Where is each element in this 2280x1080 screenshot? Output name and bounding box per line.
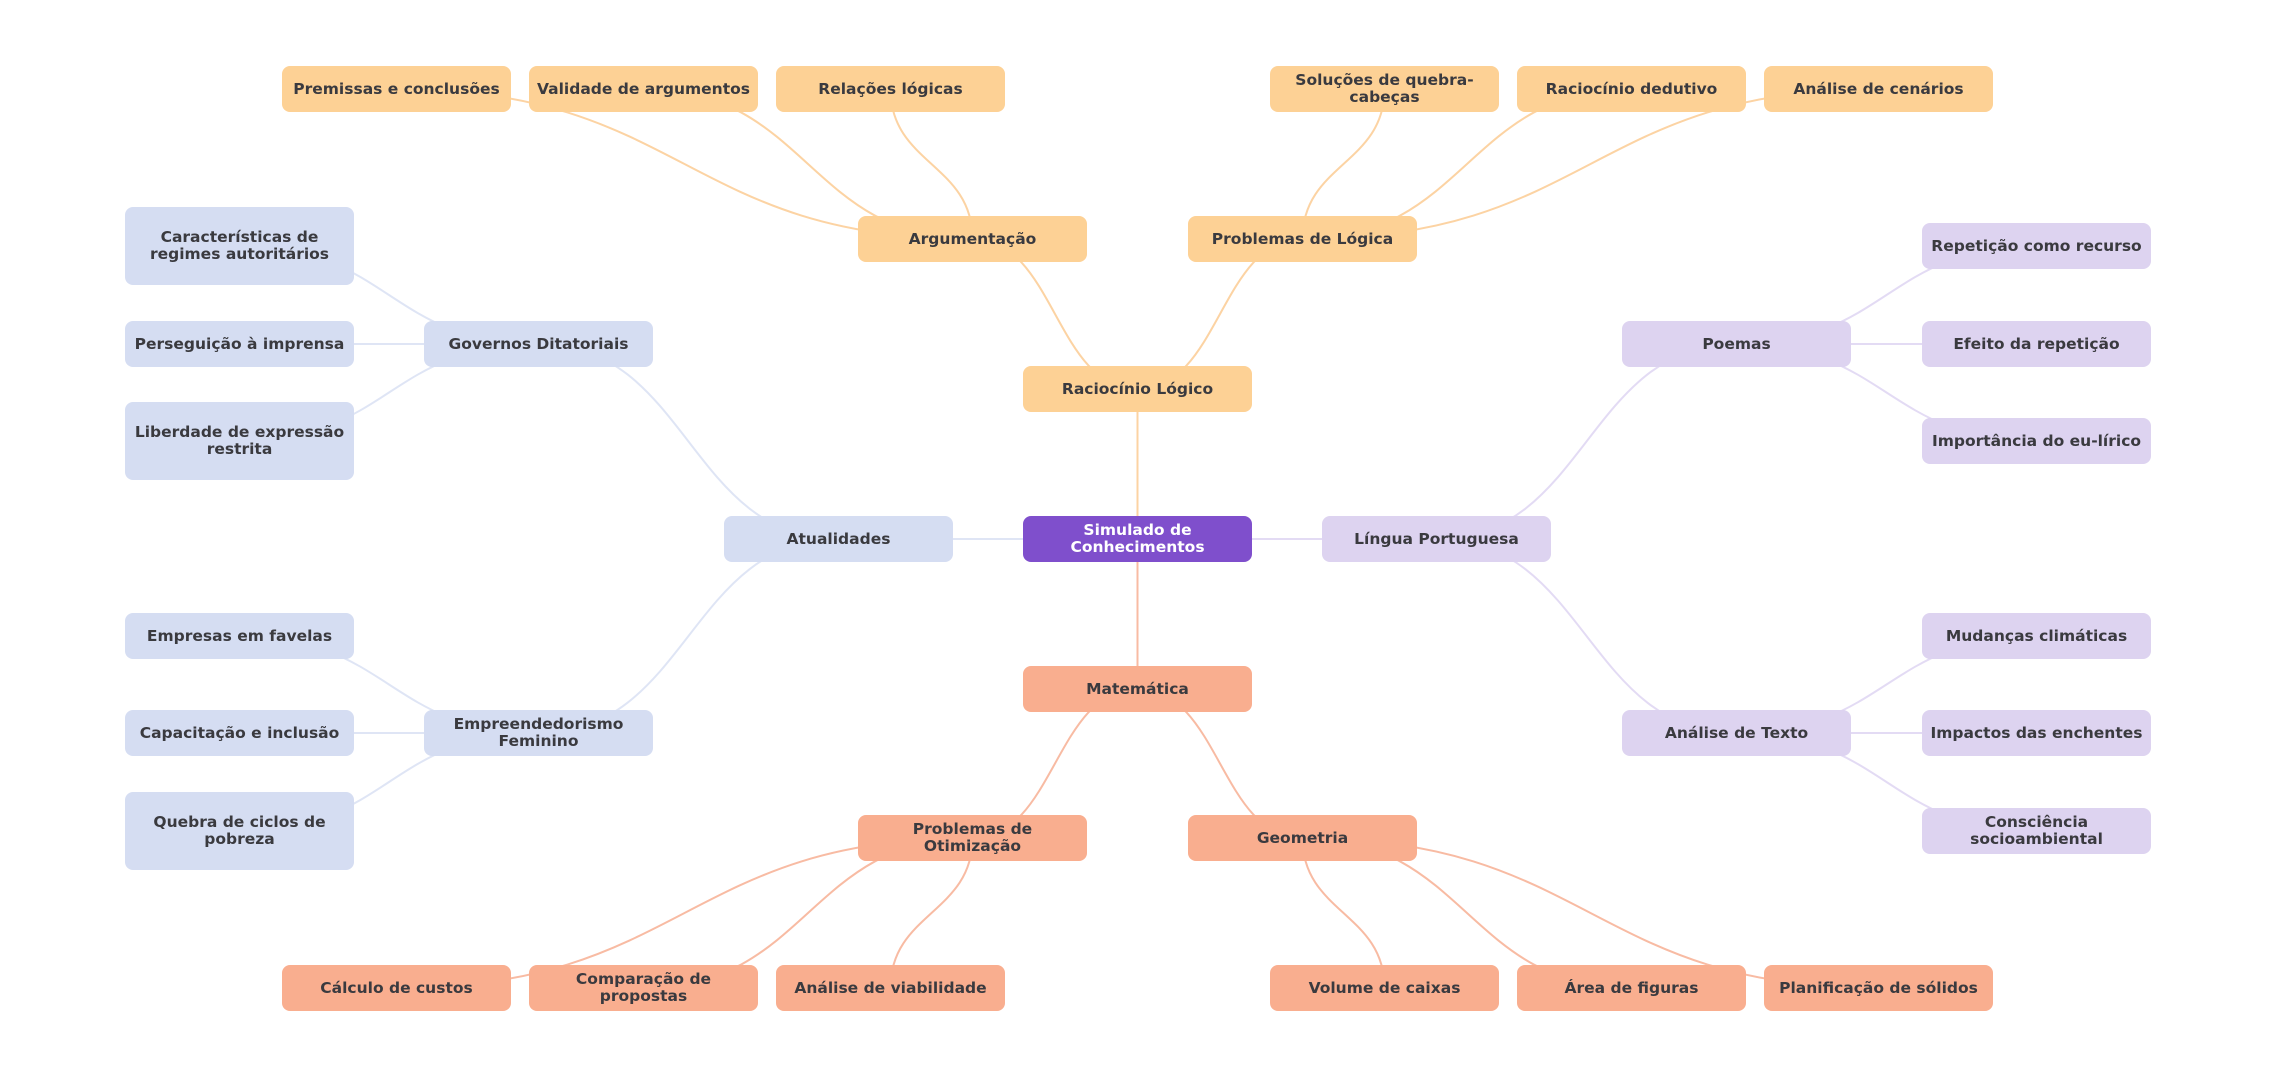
node-geometria[interactable]: Geometria xyxy=(1188,815,1417,861)
node-label: Argumentação xyxy=(908,229,1037,248)
node-matematica[interactable]: Matemática xyxy=(1023,666,1252,712)
node-label: Raciocínio Lógico xyxy=(1061,379,1214,398)
node-logico[interactable]: Raciocínio Lógico xyxy=(1023,366,1252,412)
node-label: Capacitação e inclusão xyxy=(139,723,340,742)
node-label: Perseguição à imprensa xyxy=(134,334,345,353)
edge-otimizacao-viabilidade xyxy=(889,837,974,989)
node-label: Mudanças climáticas xyxy=(1945,626,2128,645)
node-label: Cálculo de custos xyxy=(320,978,473,997)
node-label: Língua Portuguesa xyxy=(1354,529,1519,548)
node-enchentes[interactable]: Impactos das enchentes xyxy=(1922,710,2151,756)
node-regimes[interactable]: Características de regimes autoritários xyxy=(125,207,354,285)
node-label: Impactos das enchentes xyxy=(1930,723,2143,742)
node-problemas-logica[interactable]: Problemas de Lógica xyxy=(1188,216,1417,262)
node-custos[interactable]: Cálculo de custos xyxy=(282,965,511,1011)
edge-portugues-analise-texto xyxy=(1436,538,1737,734)
edge-atualidades-empreendedorismo xyxy=(538,538,839,734)
node-repeticao-recurso[interactable]: Repetição como recurso xyxy=(1922,223,2151,269)
node-pobreza[interactable]: Quebra de ciclos de pobreza xyxy=(125,792,354,870)
node-root[interactable]: Simulado de Conhecimentos xyxy=(1023,516,1252,562)
node-label: Liberdade de expressão restrita xyxy=(134,423,345,458)
node-label: Atualidades xyxy=(786,529,891,548)
node-governos[interactable]: Governos Ditatoriais xyxy=(424,321,653,367)
node-eu-lirico[interactable]: Importância do eu-lírico xyxy=(1922,418,2151,464)
node-portugues[interactable]: Língua Portuguesa xyxy=(1322,516,1551,562)
node-label: Quebra de ciclos de pobreza xyxy=(153,813,326,848)
node-label: Soluções de quebra-cabeças xyxy=(1295,71,1474,106)
node-area[interactable]: Área de figuras xyxy=(1517,965,1746,1011)
node-climaticas[interactable]: Mudanças climáticas xyxy=(1922,613,2151,659)
node-propostas[interactable]: Comparação de propostas xyxy=(529,965,758,1011)
node-otimizacao[interactable]: Problemas de Otimização xyxy=(858,815,1087,861)
node-socioambiental[interactable]: Consciência socioambiental xyxy=(1922,808,2151,854)
node-label: Poemas xyxy=(1702,334,1771,353)
node-label: Planificação de sólidos xyxy=(1779,978,1978,997)
node-volume[interactable]: Volume de caixas xyxy=(1270,965,1499,1011)
node-cenarios[interactable]: Análise de cenários xyxy=(1764,66,1993,112)
node-poemas[interactable]: Poemas xyxy=(1622,321,1851,367)
node-efeito-repeticao[interactable]: Efeito da repetição xyxy=(1922,321,2151,367)
edge-argumentacao-relacoes xyxy=(889,88,974,240)
node-label: Empresas em favelas xyxy=(146,626,333,645)
node-viabilidade[interactable]: Análise de viabilidade xyxy=(776,965,1005,1011)
edge-atualidades-governos xyxy=(538,343,839,540)
node-label: Análise de viabilidade xyxy=(794,978,987,997)
node-label: Repetição como recurso xyxy=(1931,236,2142,255)
node-dedutivo[interactable]: Raciocínio dedutivo xyxy=(1517,66,1746,112)
node-analise-texto[interactable]: Análise de Texto xyxy=(1622,710,1851,756)
node-validade[interactable]: Validade de argumentos xyxy=(529,66,758,112)
edge-geometria-volume xyxy=(1301,837,1386,989)
node-label: Validade de argumentos xyxy=(536,79,750,98)
node-imprensa[interactable]: Perseguição à imprensa xyxy=(125,321,354,367)
node-label: Volume de caixas xyxy=(1308,978,1461,997)
node-favelas[interactable]: Empresas em favelas xyxy=(125,613,354,659)
node-atualidades[interactable]: Atualidades xyxy=(724,516,953,562)
node-argumentacao[interactable]: Argumentação xyxy=(858,216,1087,262)
node-label: Análise de Texto xyxy=(1664,723,1809,742)
node-label: Relações lógicas xyxy=(818,79,963,98)
node-label: Matemática xyxy=(1086,679,1189,698)
node-label: Área de figuras xyxy=(1564,978,1699,997)
node-label: Empreendedorismo Feminino xyxy=(453,715,624,750)
node-label: Simulado de Conhecimentos xyxy=(1070,521,1205,556)
node-label: Premissas e conclusões xyxy=(293,79,500,98)
node-capacitacao[interactable]: Capacitação e inclusão xyxy=(125,710,354,756)
node-relacoes[interactable]: Relações lógicas xyxy=(776,66,1005,112)
node-label: Importância do eu-lírico xyxy=(1931,431,2142,450)
node-quebra-cabecas[interactable]: Soluções de quebra-cabeças xyxy=(1270,66,1499,112)
node-label: Raciocínio dedutivo xyxy=(1545,79,1718,98)
node-label: Comparação de propostas xyxy=(575,970,712,1005)
node-label: Governos Ditatoriais xyxy=(448,334,629,353)
node-expressao[interactable]: Liberdade de expressão restrita xyxy=(125,402,354,480)
node-label: Geometria xyxy=(1256,828,1349,847)
node-label: Problemas de Otimização xyxy=(912,820,1033,855)
edge-portugues-poemas xyxy=(1436,343,1737,540)
node-label: Análise de cenários xyxy=(1793,79,1964,98)
node-label: Características de regimes autoritários xyxy=(149,228,330,263)
node-empreendedorismo[interactable]: Empreendedorismo Feminino xyxy=(424,710,653,756)
node-label: Problemas de Lógica xyxy=(1211,229,1394,248)
node-label: Efeito da repetição xyxy=(1953,334,2120,353)
edge-problemas-logica-quebra-cabecas xyxy=(1301,88,1386,240)
node-label: Consciência socioambiental xyxy=(1970,813,2103,848)
node-planificacao[interactable]: Planificação de sólidos xyxy=(1764,965,1993,1011)
node-premissas[interactable]: Premissas e conclusões xyxy=(282,66,511,112)
